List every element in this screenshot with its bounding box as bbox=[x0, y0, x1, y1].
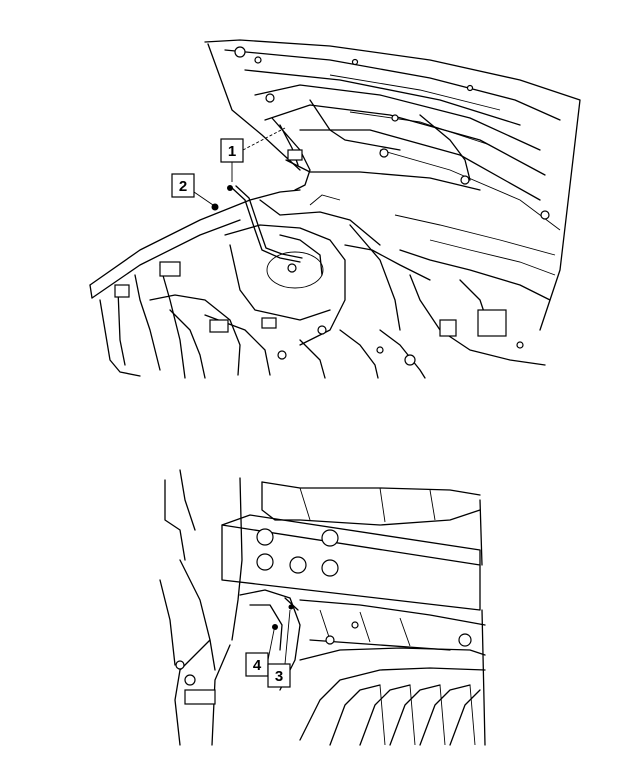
crossmember-beam bbox=[221, 514, 481, 611]
strut-tower bbox=[224, 194, 431, 346]
fender-panel bbox=[89, 189, 301, 379]
front-end-detail-view bbox=[159, 469, 486, 746]
callout-1: 1 bbox=[220, 127, 286, 182]
right-bay-components bbox=[376, 214, 556, 379]
callout-3: 3 bbox=[267, 604, 294, 688]
callout-1-label: 1 bbox=[228, 143, 236, 160]
hood-prop-rod bbox=[227, 185, 303, 263]
callout-2-label: 2 bbox=[179, 178, 187, 195]
hood-panel bbox=[204, 39, 581, 331]
radiator-ribs bbox=[299, 647, 486, 746]
hood-hinge bbox=[271, 117, 481, 191]
callout-4-label: 4 bbox=[253, 657, 262, 674]
callout-2: 2 bbox=[171, 173, 219, 211]
front-structure bbox=[149, 294, 379, 379]
callout-3-label: 3 bbox=[275, 668, 283, 685]
engine-bay-view bbox=[89, 39, 581, 379]
